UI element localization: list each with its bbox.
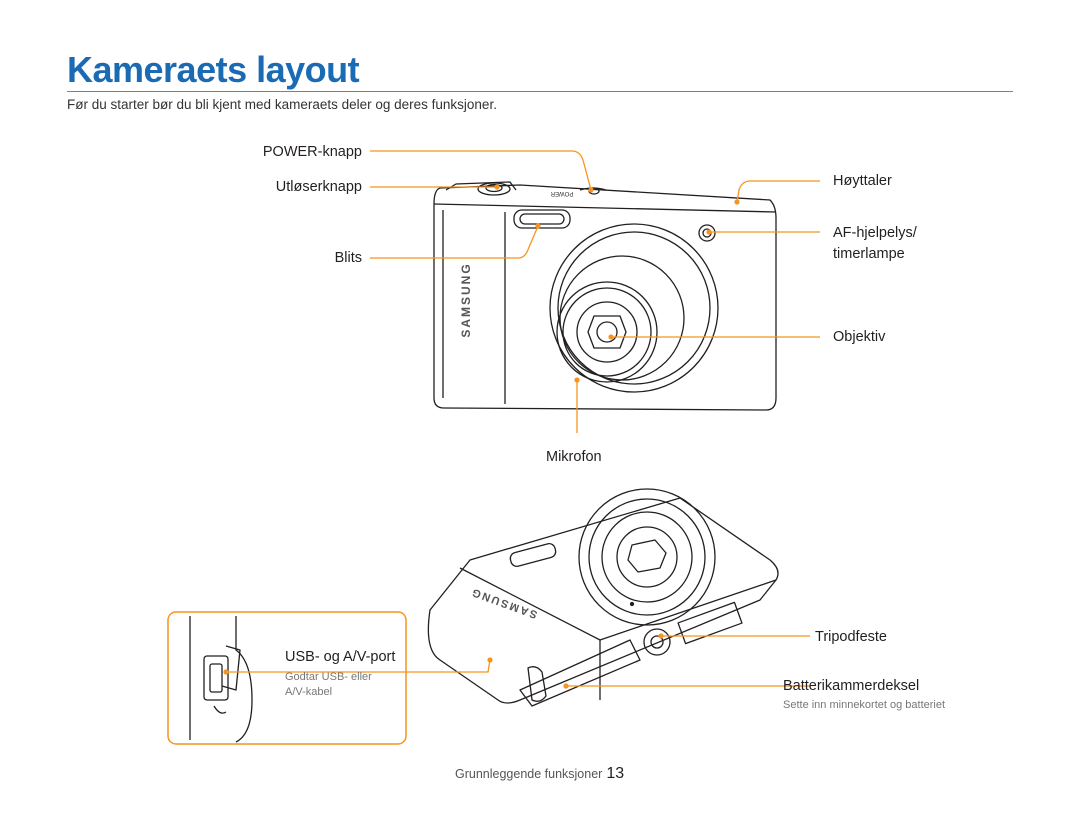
power-button-marking: POWER <box>550 190 573 196</box>
label-lens: Objektiv <box>833 329 886 345</box>
usb-port-closeup <box>189 616 253 743</box>
front-camera-body <box>433 181 777 411</box>
label-shutter-button: Utløserknapp <box>275 179 362 195</box>
usb-desc-line2: A/V-kabel <box>285 686 333 698</box>
front-brand-logo: SAMSUNG <box>459 262 473 337</box>
page-number: 13 <box>606 765 625 782</box>
label-battery-cover: Batterikammerdeksel <box>783 678 920 694</box>
bottom-camera-body <box>427 488 779 707</box>
intro-text: Før du starter bør du bli kjent med kame… <box>67 97 497 112</box>
label-af-lamp-line2: timerlampe <box>833 246 905 262</box>
callout-lines <box>226 150 820 687</box>
footer-section-name: Grunnleggende funksjoner <box>455 767 603 781</box>
label-power-button: POWER-knapp <box>262 144 362 160</box>
label-usb-port: USB- og A/V-port <box>285 649 396 665</box>
label-af-lamp-line1: AF-hjelpelys/ <box>833 225 917 241</box>
label-tripod-mount: Tripodfeste <box>815 629 887 645</box>
callout-dots <box>223 184 740 689</box>
label-microphone: Mikrofon <box>546 449 602 465</box>
label-speaker: Høyttaler <box>833 173 892 189</box>
usb-desc-line1: Godtar USB- eller <box>285 671 372 683</box>
page-title: Kameraets layout <box>67 49 360 90</box>
title-divider <box>67 91 1013 92</box>
battery-desc: Sette inn minnekortet og batteriet <box>783 699 946 711</box>
label-flash: Blits <box>334 250 362 266</box>
usb-inset-frame <box>167 611 407 745</box>
